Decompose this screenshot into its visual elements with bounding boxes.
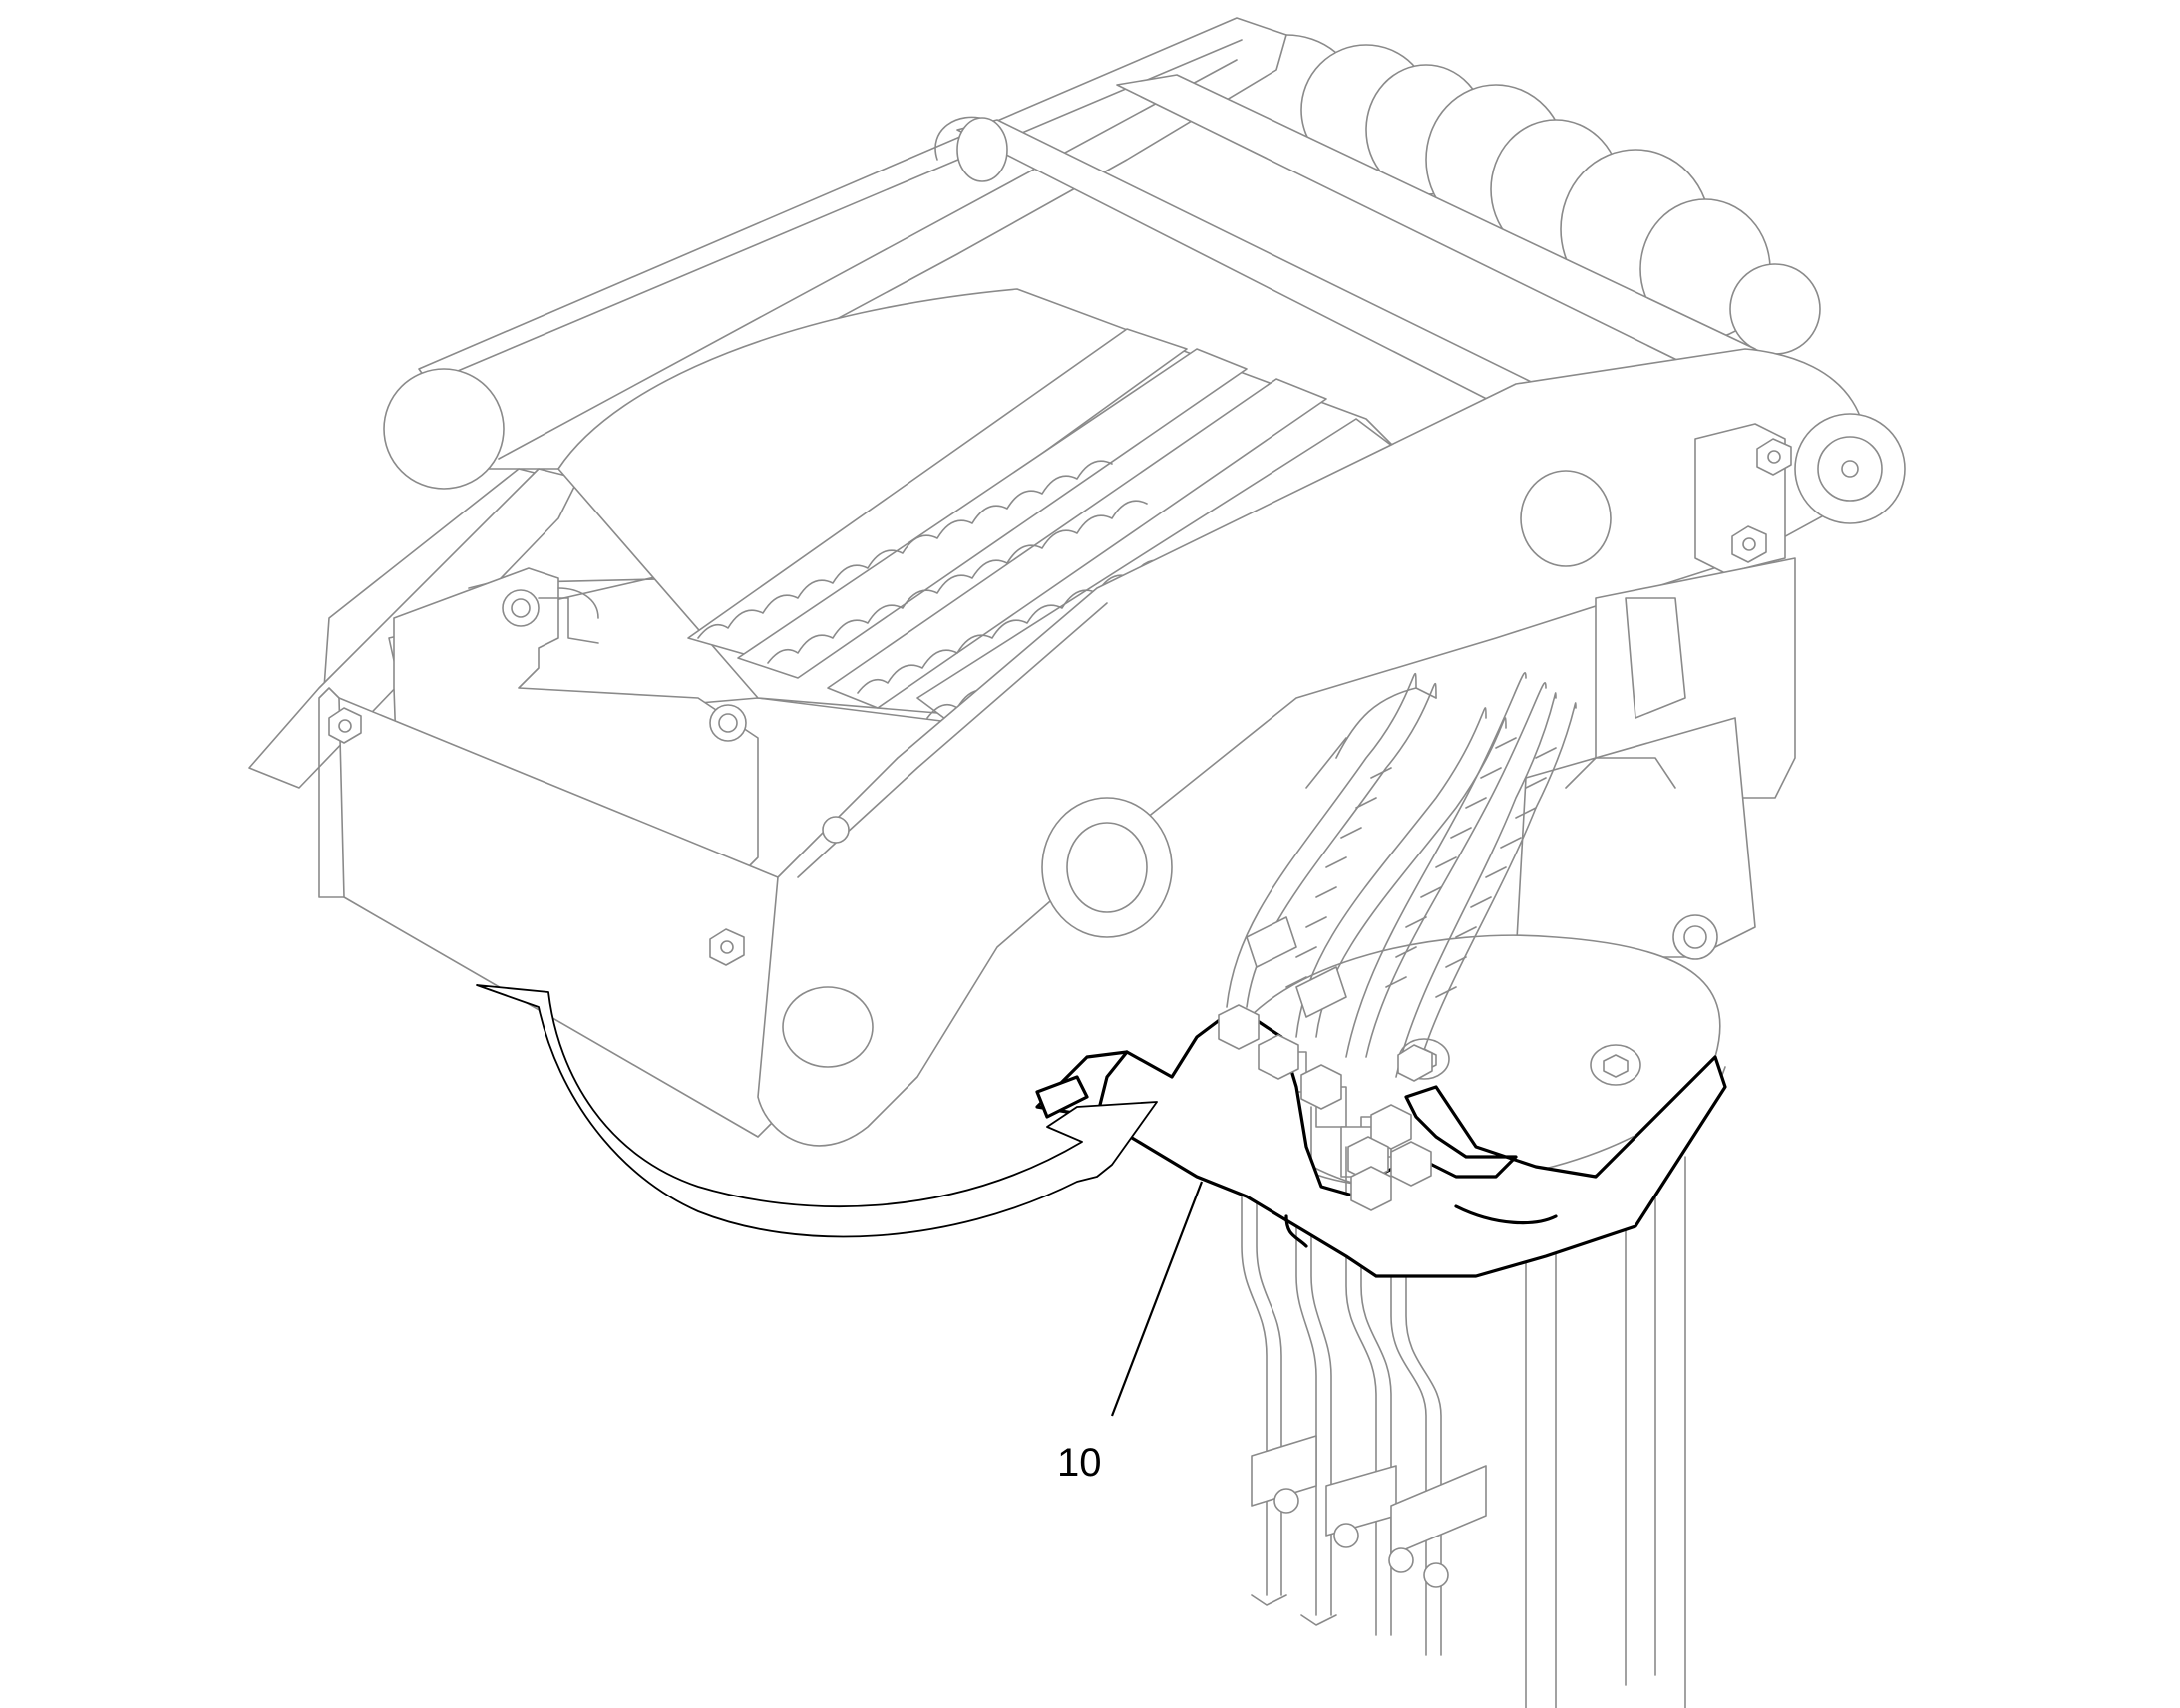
bolt-icon [1756,438,1792,476]
bolt-icon [709,704,747,742]
rotator-housing [1222,557,1796,1708]
bolt-icon [1273,1488,1449,1588]
rotation-arrow-icon [476,984,1158,1238]
bolt-icon [502,589,540,627]
clamp-bracket [318,567,779,1138]
hydraulic-hoses [1226,672,1577,1078]
callout-10: 10 [1057,1441,1102,1485]
part-10-cover [1035,1005,1727,1278]
upper-frame [418,17,1756,470]
bolt-icon [328,707,362,744]
bolt-icon [1397,1044,1433,1082]
link-arm [757,348,1906,1147]
roller-assembly [1216,34,1821,355]
bolt-icon [709,928,745,966]
bolt-icon [1731,525,1767,563]
bolt-icon [1590,1044,1641,1086]
hose-fittings [1218,1004,1433,1211]
fitting-icon [1218,1004,1432,1211]
bolt-icon [1672,914,1718,960]
callout-leader [1110,1181,1204,1417]
